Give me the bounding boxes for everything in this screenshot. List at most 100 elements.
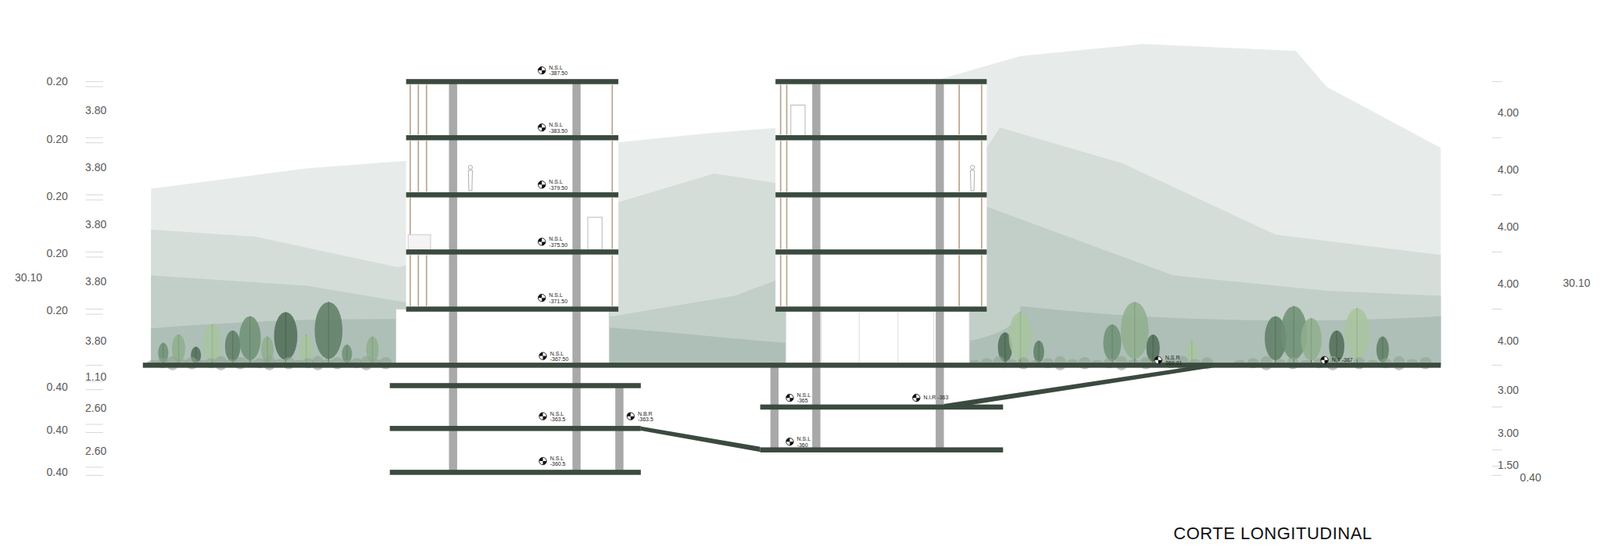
level-marker-ring <box>538 238 546 246</box>
tree <box>1120 301 1149 366</box>
level-label: N.S.L -363.5 <box>550 410 576 423</box>
dimension-label: 4.00 <box>1497 163 1519 176</box>
level-symbols <box>538 66 1329 465</box>
dimension-tick <box>85 251 104 253</box>
basement-slab <box>390 469 641 476</box>
mountain-layer <box>150 43 1441 366</box>
mountain-layer <box>150 306 1441 366</box>
level-marker-fill <box>538 66 546 74</box>
mullion <box>980 254 983 306</box>
dimension-tick <box>1492 81 1503 83</box>
mullion <box>786 197 788 249</box>
level-marker-ring <box>539 412 547 420</box>
dimension-label: 3.80 <box>85 103 107 117</box>
level-marker-ring <box>539 457 547 465</box>
basement-interior <box>760 365 1004 450</box>
dimension-tick <box>1492 137 1503 139</box>
level-marker <box>538 238 546 246</box>
level-marker <box>912 393 920 401</box>
tree-crown <box>1344 307 1370 360</box>
level-label: N.S.L -360 <box>797 436 823 448</box>
level-marker <box>539 412 547 420</box>
dimension-tick <box>1492 308 1503 310</box>
level-label: N.S.L -360.5 <box>550 455 576 468</box>
tree-crown <box>299 334 313 362</box>
level-marker <box>786 438 794 446</box>
glazing-line <box>897 311 899 363</box>
tree-crown <box>203 324 222 362</box>
dimension-label: 3.80 <box>85 334 107 348</box>
dimension-tick <box>85 475 104 477</box>
level-marker-fill <box>538 181 546 189</box>
floor-slab <box>406 78 620 85</box>
building <box>85 78 1503 476</box>
level-marker <box>1154 356 1162 364</box>
dimension-tick <box>85 466 104 468</box>
level-marker-fill <box>786 438 794 446</box>
level-marker <box>786 393 794 401</box>
mullion <box>409 254 412 306</box>
dimension-tick <box>1492 194 1503 196</box>
mullion <box>611 197 613 249</box>
dimension-label: 3.00 <box>1497 383 1519 397</box>
mullion <box>980 197 983 249</box>
level-marker-fill <box>539 412 547 420</box>
figure-body <box>468 170 473 191</box>
door <box>791 104 806 136</box>
level-marker-ring <box>538 294 546 302</box>
basement-interior <box>390 365 641 473</box>
dimension-label: 1.50 <box>1497 458 1519 472</box>
dimension-label: 3.80 <box>85 161 107 174</box>
human-figure <box>468 164 473 191</box>
mullion <box>786 140 788 192</box>
dimension-label: 1.10 <box>85 370 107 383</box>
level-label: N.S.L -371.50 <box>548 292 574 305</box>
dimension-tick <box>1492 365 1503 366</box>
mullion <box>786 254 788 306</box>
dimension-label: 4.00 <box>1497 334 1519 348</box>
dimension-label: 30.10 <box>1562 276 1590 290</box>
tower-interior <box>775 81 987 309</box>
mullion <box>780 197 782 249</box>
level-label: N.S.R 369.01 <box>1165 354 1191 366</box>
mullion <box>780 84 782 135</box>
dimension-tick <box>1492 475 1503 477</box>
mullion <box>425 140 428 192</box>
basement-slab <box>760 447 1004 453</box>
level-label: N.S.L -365 <box>797 392 823 405</box>
glazing-line <box>820 311 822 363</box>
level-marker-fill <box>786 393 794 401</box>
landscape <box>146 43 1441 371</box>
level-marker-ring <box>539 352 547 360</box>
dimension-label: 0.40 <box>1520 471 1542 484</box>
dimension-tick <box>85 81 104 83</box>
dimension-tick <box>85 389 104 391</box>
dimension-tick <box>85 199 104 201</box>
level-marker-fill <box>1320 356 1328 364</box>
figure-head <box>970 164 975 169</box>
trees <box>146 301 1432 370</box>
dimension-label: 0.40 <box>46 380 68 394</box>
glazing-line <box>933 311 935 363</box>
level-marker-fill <box>538 238 546 246</box>
dimension-label: 4.00 <box>1497 277 1519 290</box>
dimension-tick <box>85 424 104 426</box>
level-marker <box>539 352 547 360</box>
floor-slab <box>406 306 620 312</box>
dimension-label: 0.40 <box>46 423 68 437</box>
ramp <box>944 363 1215 410</box>
level-marker <box>539 457 547 465</box>
dimension-tick <box>1492 406 1503 408</box>
level-label: N.B.R -363.5 <box>637 410 663 423</box>
dimension-tick <box>1492 449 1503 451</box>
dimension-label: 30.10 <box>14 271 43 284</box>
dimension-tick <box>1492 251 1503 253</box>
level-marker-fill <box>539 352 547 360</box>
tower-interior <box>406 81 620 309</box>
mullion <box>786 84 788 135</box>
tree-crown <box>239 316 262 361</box>
dimension-label: 0.20 <box>46 304 68 317</box>
floor-slab <box>775 78 987 85</box>
